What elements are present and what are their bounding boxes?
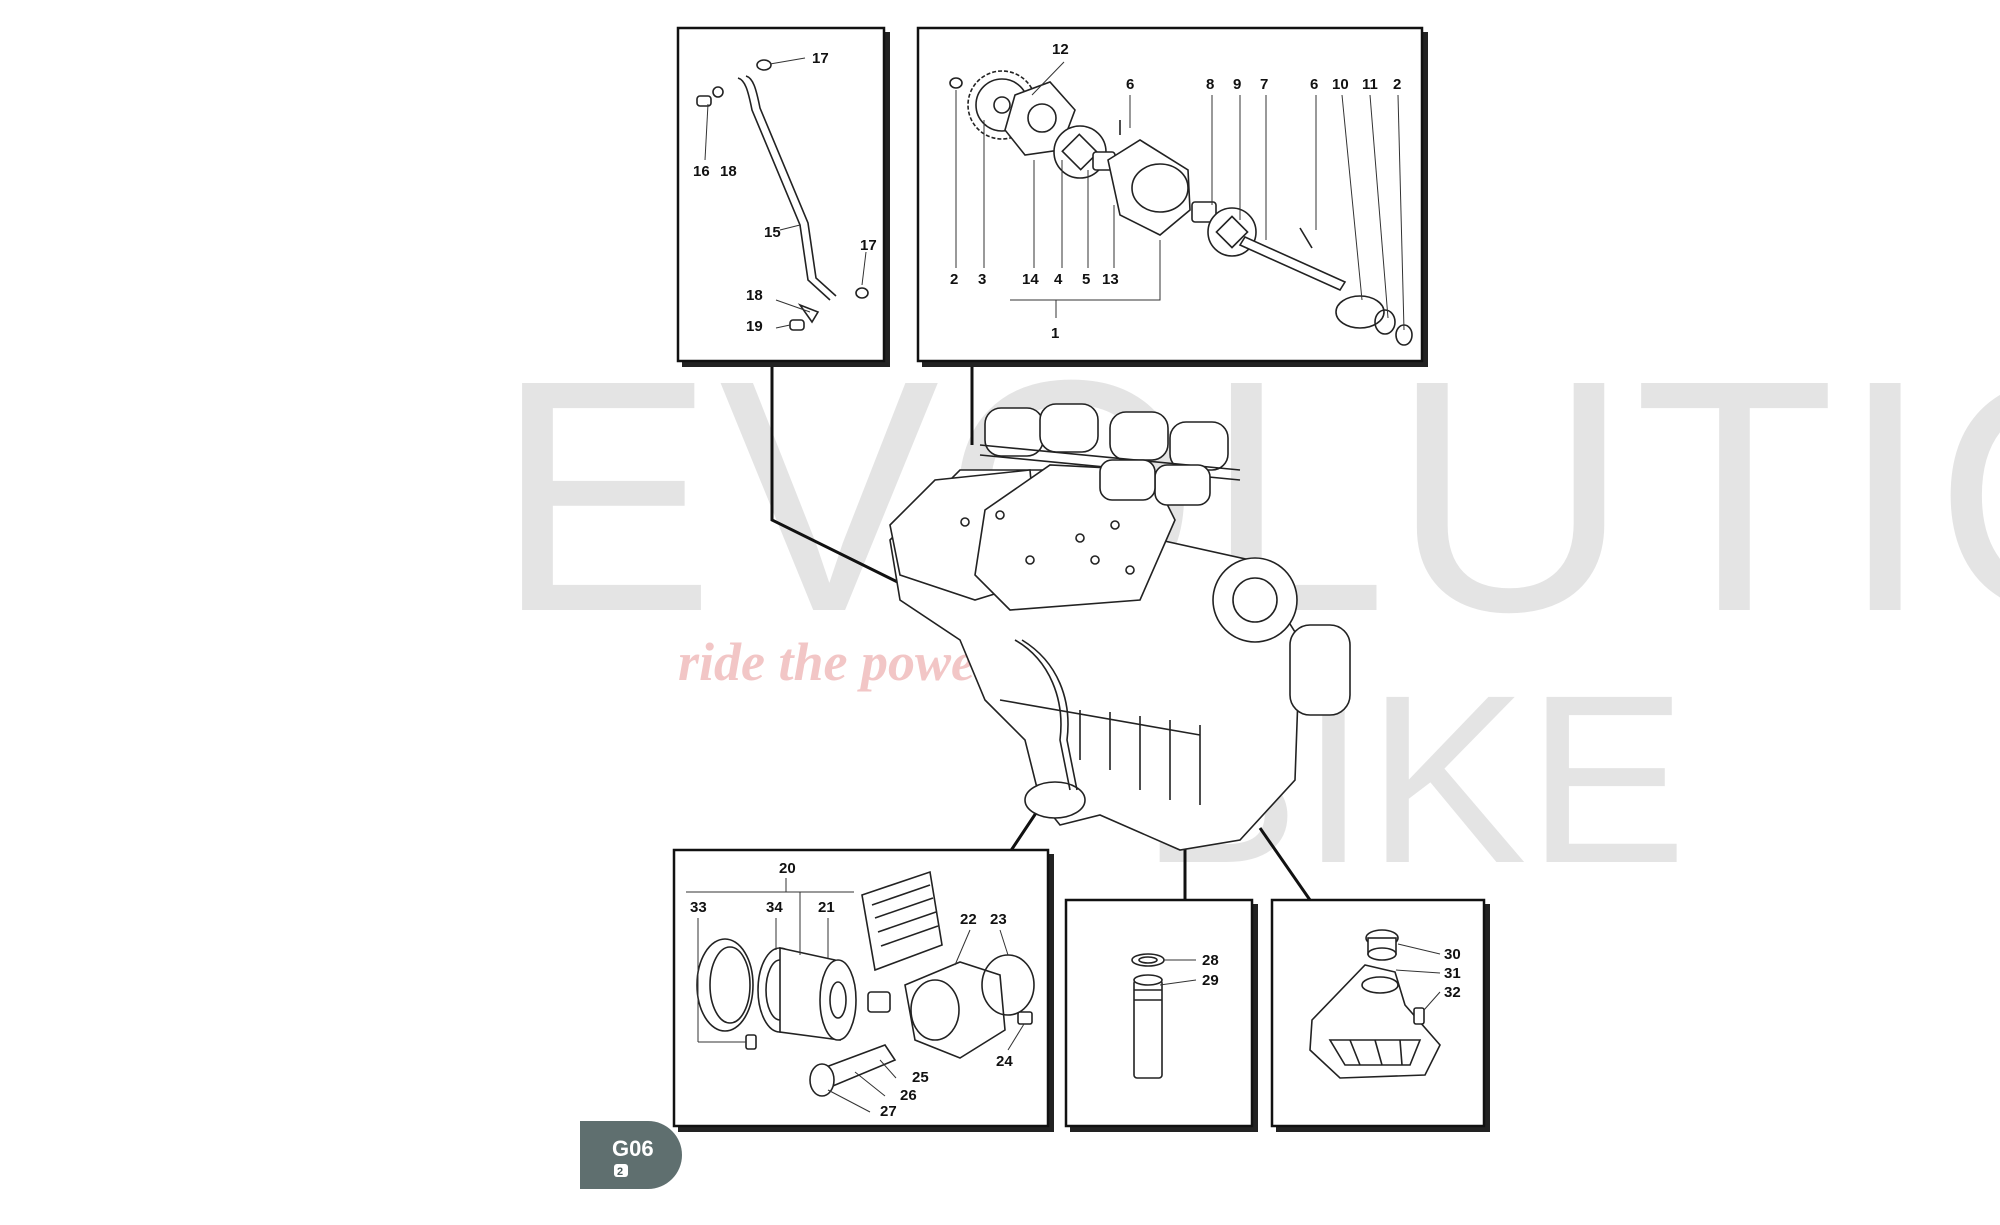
callout-20: 20: [779, 860, 796, 877]
callout-30: 30: [1444, 946, 1461, 963]
callout-13: 13: [1102, 271, 1119, 288]
engine-assembly: [889, 403, 1351, 851]
callout-26: 26: [900, 1087, 917, 1104]
callout-34: 34: [766, 899, 783, 916]
callout-18-lower: 18: [746, 287, 763, 304]
callout-16: 16: [693, 163, 710, 180]
callout-17-lower: 17: [860, 237, 877, 254]
callout-2-right: 2: [1393, 76, 1401, 93]
callout-31: 31: [1444, 965, 1461, 982]
callout-32: 32: [1444, 984, 1461, 1001]
callout-7: 7: [1260, 76, 1268, 93]
callout-19: 19: [746, 318, 763, 335]
callout-29: 29: [1202, 972, 1219, 989]
panel-oil-pickup: 30 31 32: [1270, 898, 1490, 1132]
callout-9: 9: [1233, 76, 1241, 93]
callout-23: 23: [990, 911, 1007, 928]
callout-33: 33: [690, 899, 707, 916]
callout-28: 28: [1202, 952, 1219, 969]
page-section-sub: 2: [617, 1166, 623, 1178]
callout-6-right: 6: [1310, 76, 1318, 93]
panel-oil-pipe: 17 16 18 15 17 18 19: [676, 26, 890, 367]
callout-18-upper: 18: [720, 163, 737, 180]
callout-3: 3: [978, 271, 986, 288]
callout-10: 10: [1332, 76, 1349, 93]
callout-24: 24: [996, 1053, 1013, 1070]
callout-12: 12: [1052, 41, 1069, 58]
panel-pressure-sender: 28 29: [1064, 898, 1258, 1132]
callout-1: 1: [1051, 325, 1059, 342]
page-section-code: G06: [612, 1136, 654, 1161]
callout-11: 11: [1362, 76, 1378, 93]
callout-21: 21: [818, 899, 835, 916]
panel-oil-pump: 12 6 8 9 7 6 10 11 2 2 3 14 4 5 13 1: [916, 26, 1428, 367]
watermark-tagline: ride the power: [678, 632, 997, 692]
callout-15: 15: [764, 224, 781, 241]
page-section-tab: G06 2: [580, 1121, 682, 1189]
callout-17-upper: 17: [812, 50, 829, 67]
callout-14: 14: [1022, 271, 1039, 288]
callout-22: 22: [960, 911, 977, 928]
crankcase-ribs: [999, 699, 1201, 805]
callout-5: 5: [1082, 271, 1090, 288]
panel-oil-filter: 20 33 34 21 22 23 24 25 26 27: [672, 848, 1054, 1132]
throttle-bodies: [979, 403, 1241, 506]
callout-25: 25: [912, 1069, 929, 1086]
callout-4: 4: [1054, 271, 1063, 288]
callout-27: 27: [880, 1103, 897, 1120]
callout-6-left: 6: [1126, 76, 1134, 93]
callout-8: 8: [1206, 76, 1214, 93]
callout-2-left: 2: [950, 271, 958, 288]
